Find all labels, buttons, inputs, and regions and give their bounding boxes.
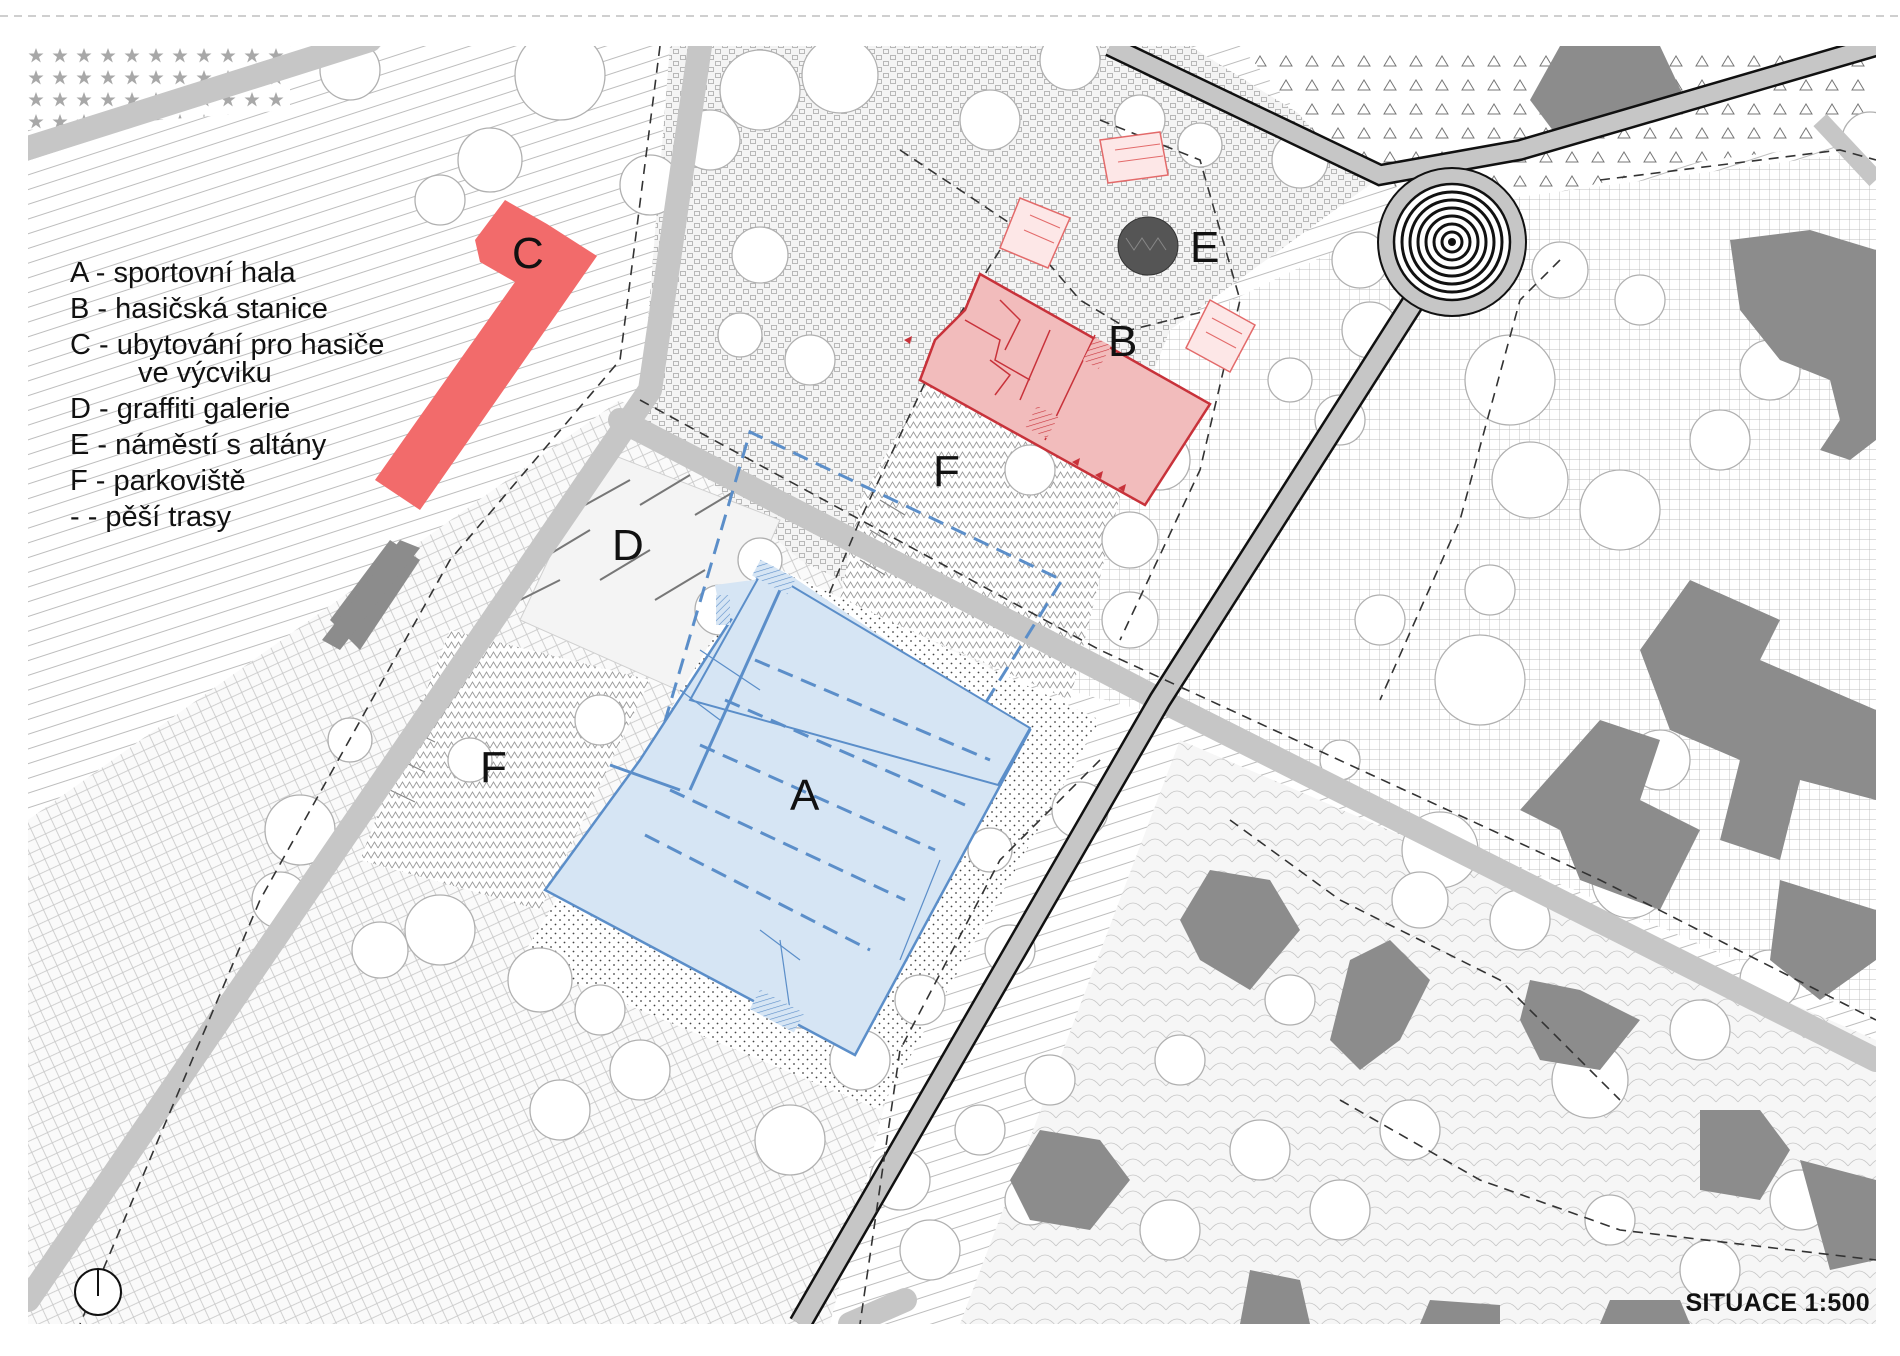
label-b: B	[1108, 317, 1137, 366]
legend-e: E - náměstí s altány	[70, 429, 327, 461]
existing-buildings	[330, 46, 1876, 1324]
label-d: D	[612, 521, 644, 570]
label-f-north: F	[933, 447, 960, 496]
dormitory-c	[375, 200, 597, 510]
legend-d: D - graffiti galerie	[70, 393, 291, 425]
plan-area	[28, 46, 1876, 1324]
field-stars	[28, 46, 290, 130]
shed	[322, 540, 420, 650]
graffiti-walls	[519, 474, 746, 601]
legend: A - sportovní hala B - hasičská stanice …	[70, 255, 384, 535]
fire-station-b	[904, 272, 1212, 507]
field-scales-se	[960, 740, 1876, 1324]
legend-c-continued: ve výcviku	[138, 357, 272, 389]
square-centre	[1117, 216, 1179, 276]
field-grid-east	[1030, 150, 1876, 1020]
plan-title: SITUACE 1:500	[1685, 1289, 1870, 1317]
main-road	[789, 46, 1876, 1324]
pedestrian-paths	[79, 46, 1876, 1324]
legend-paths: - - pěší trasy	[70, 501, 232, 533]
roundabout-icon	[1377, 167, 1527, 317]
label-e: E	[1190, 223, 1219, 272]
label-f-west: F	[480, 743, 507, 792]
pavilions	[999, 131, 1257, 374]
north-arrow-icon	[74, 1268, 122, 1316]
legend-a: A - sportovní hala	[70, 257, 296, 289]
legend-c: C - ubytování pro hasiče	[70, 329, 385, 361]
legend-b: B - hasičská stanice	[70, 293, 328, 325]
label-c: C	[512, 229, 544, 278]
label-a: A	[790, 771, 820, 820]
sports-hall-a	[543, 429, 1065, 1057]
legend-f: F - parkoviště	[70, 465, 246, 497]
